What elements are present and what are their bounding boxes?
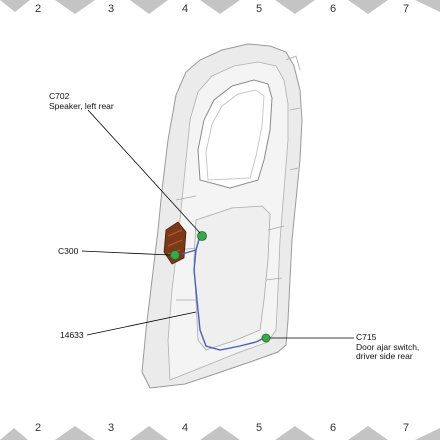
door-lower-panel [193,205,271,351]
wiring-harness-branch [181,249,197,255]
leader-c702 [87,109,201,234]
grid-col-label: 7 [402,3,410,15]
grid-col-label: 3 [107,422,115,434]
connector-c715 [261,333,271,343]
callout-c702: C702 Speaker, left rear [49,91,114,111]
grid-col-label: 4 [181,422,189,434]
callout-code: 14633 [60,330,84,340]
ruler-triangles-bottom [0,426,440,440]
callout-code: C715 [356,332,377,342]
callout-description: Speaker, left rear [49,100,114,111]
connector-c300 [170,250,180,260]
wiring-harness [193,235,265,351]
door-ribs [175,195,285,301]
connector-c702 [197,231,207,241]
callout-description: Door ajar switch, [356,341,420,352]
grid-col-label: 6 [329,3,337,15]
door-window-frame-shade [205,89,265,181]
grid-col-label: 2 [34,3,42,15]
grid-col-label: 7 [402,422,410,434]
door-window-opening [197,79,273,189]
callout-c715: C715 Door ajar switch, driver side rear [356,332,420,362]
callout-description: driver side rear [356,351,413,361]
door-edge-details [285,55,301,171]
callout-14633: 14633 [60,330,84,341]
leader-14633 [86,311,197,336]
callout-code: C702 [49,91,70,101]
grid-col-label: 5 [255,422,263,434]
grid-col-label: 3 [107,3,115,15]
grid-col-label: 4 [181,3,189,15]
grid-col-label: 6 [329,422,337,434]
grid-col-label: 2 [34,422,42,434]
callout-code: C300 [58,246,79,256]
grid-ruler-bottom: 2 3 4 5 6 7 [0,419,440,440]
callout-c300: C300 [58,246,79,257]
grid-ruler-top: 2 3 4 5 6 7 [0,0,440,20]
ruler-triangles-top [0,0,440,14]
grid-col-label: 5 [255,3,263,15]
leader-c300 [81,250,171,256]
